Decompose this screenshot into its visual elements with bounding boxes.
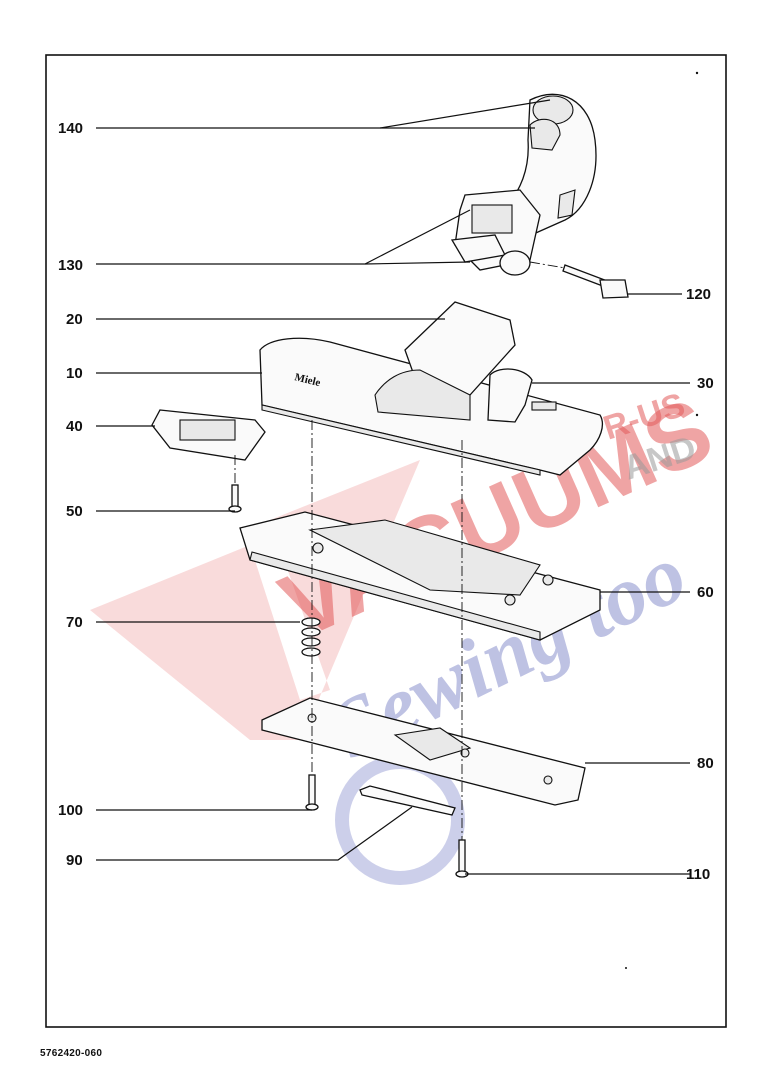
callout-30: 30	[697, 375, 714, 392]
callout-50: 50	[66, 503, 83, 520]
part-axle-pin	[529, 261, 629, 299]
callout-130: 130	[58, 257, 83, 274]
callout-80: 80	[697, 755, 714, 772]
stray-dot	[695, 413, 699, 417]
part-screw-50	[228, 484, 242, 513]
callout-20: 20	[66, 311, 83, 328]
leader-lines	[96, 99, 690, 875]
callout-60: 60	[697, 584, 714, 601]
callout-140: 140	[58, 120, 83, 137]
part-spring	[301, 617, 321, 657]
drawing-frame	[45, 54, 727, 1028]
callout-100: 100	[58, 802, 83, 819]
callout-10: 10	[66, 365, 83, 382]
callout-110: 110	[686, 866, 710, 883]
part-swivel-neck	[450, 93, 597, 276]
watermark-circle	[335, 755, 465, 885]
part-screw-100	[305, 774, 319, 811]
part-flap	[151, 409, 266, 485]
callout-40: 40	[66, 418, 83, 435]
part-nozzle-housing: Miele	[259, 301, 604, 476]
callout-90: 90	[66, 852, 83, 869]
stray-dot	[695, 71, 699, 75]
document-code: 5762420-060	[40, 1048, 103, 1059]
part-base-plate	[261, 697, 586, 806]
part-strip	[359, 785, 456, 816]
part-brush-sole	[239, 511, 601, 641]
stray-dot	[625, 967, 627, 969]
callout-70: 70	[66, 614, 83, 631]
callout-120: 120	[686, 286, 711, 303]
